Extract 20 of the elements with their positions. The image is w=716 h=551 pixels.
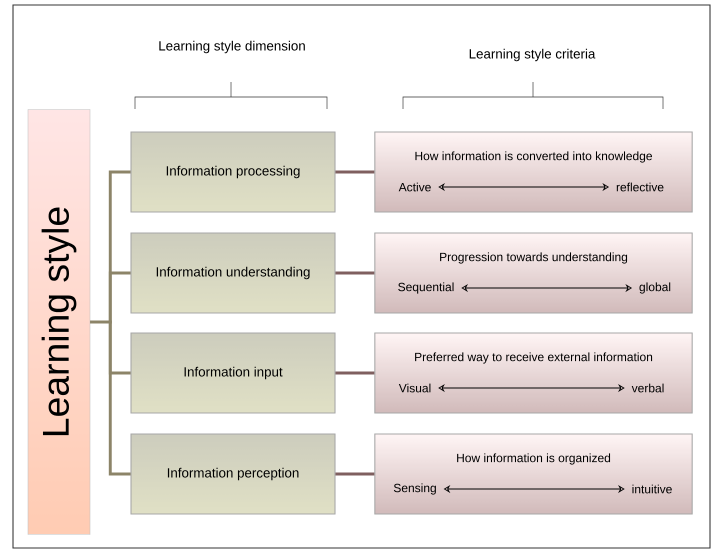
pole-label: reflective [616, 182, 664, 192]
connector [336, 472, 374, 476]
connector [336, 170, 374, 174]
dimension-box: Information understanding [130, 232, 336, 314]
dimension-box: Information processing [130, 131, 336, 213]
pole-label: global [640, 282, 670, 294]
pole-label: Sequential [398, 282, 454, 294]
column-heading: Learning style dimension [159, 40, 305, 54]
title-bar: Learning style [28, 109, 90, 535]
pole-label: verbal [632, 384, 664, 392]
pole-label: Visual [398, 384, 430, 392]
pole-label: Sensing [394, 483, 436, 495]
dimension-box: Information input [130, 332, 336, 414]
connector [90, 320, 130, 476]
connector [336, 272, 374, 274]
connector [336, 372, 374, 374]
pole-label: intuitive [632, 484, 672, 494]
pole-label: Active [398, 182, 431, 192]
column-heading: Learning style criteria [470, 48, 596, 62]
dimension-box: Information perception [130, 433, 336, 515]
